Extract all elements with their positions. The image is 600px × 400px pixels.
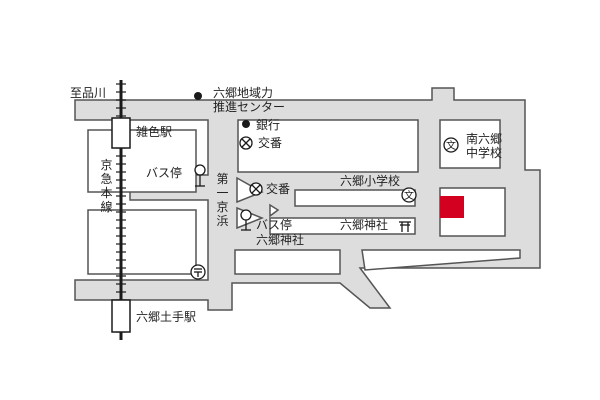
post-office-icon bbox=[190, 264, 206, 280]
school-glyph: 文 bbox=[404, 189, 414, 202]
community-center-label-line2: 推進センター bbox=[213, 100, 286, 114]
station-zoshiki-label: 雑色駅 bbox=[136, 125, 173, 139]
block bbox=[361, 249, 521, 271]
station-rokugo-dote-building bbox=[111, 299, 131, 333]
filled-dot-icon bbox=[242, 120, 250, 128]
junior-high-label-line1: 南六郷 bbox=[466, 132, 503, 146]
station-rokugo-dote-label: 六郷土手駅 bbox=[136, 310, 197, 324]
shrine-label: 六郷神社 bbox=[256, 233, 305, 247]
bus-stop-icon bbox=[194, 164, 206, 187]
school-glyph: 文 bbox=[446, 139, 456, 152]
railway-name-label: 京急本線 bbox=[100, 158, 113, 214]
block bbox=[237, 119, 419, 173]
filled-dot-icon bbox=[194, 92, 202, 100]
shrine-label: 六郷神社 bbox=[340, 218, 389, 232]
block bbox=[87, 209, 197, 275]
station-zoshiki-building bbox=[111, 117, 131, 149]
community-center-label-line1: 六郷地域力 bbox=[213, 86, 274, 100]
bank-label: 銀行 bbox=[256, 118, 281, 132]
block bbox=[269, 203, 280, 218]
police-box-icon bbox=[239, 136, 253, 150]
school-symbol-icon: 文 bbox=[401, 187, 417, 203]
school-symbol-icon: 文 bbox=[443, 137, 459, 153]
direction-label: 至品川 bbox=[70, 86, 107, 100]
junior-high-label-line2: 中学校 bbox=[466, 146, 503, 160]
block bbox=[294, 189, 416, 207]
bus-stop-label: バス停 bbox=[256, 218, 293, 232]
block bbox=[87, 129, 197, 193]
bus-stop-label: バス停 bbox=[146, 166, 183, 180]
street-name-label: 第一京浜 bbox=[216, 172, 229, 228]
block bbox=[269, 217, 416, 235]
destination-marker-icon bbox=[440, 196, 464, 218]
police-box-label: 交番 bbox=[258, 136, 283, 150]
bus-stop-icon bbox=[240, 209, 252, 231]
road-network bbox=[74, 87, 541, 311]
elementary-school-label: 六郷小学校 bbox=[340, 174, 401, 188]
police-box-icon bbox=[249, 182, 263, 196]
police-box-label: 交番 bbox=[266, 182, 291, 196]
block bbox=[234, 249, 341, 275]
shrine-torii-icon bbox=[399, 221, 411, 232]
railway-line bbox=[111, 80, 131, 340]
